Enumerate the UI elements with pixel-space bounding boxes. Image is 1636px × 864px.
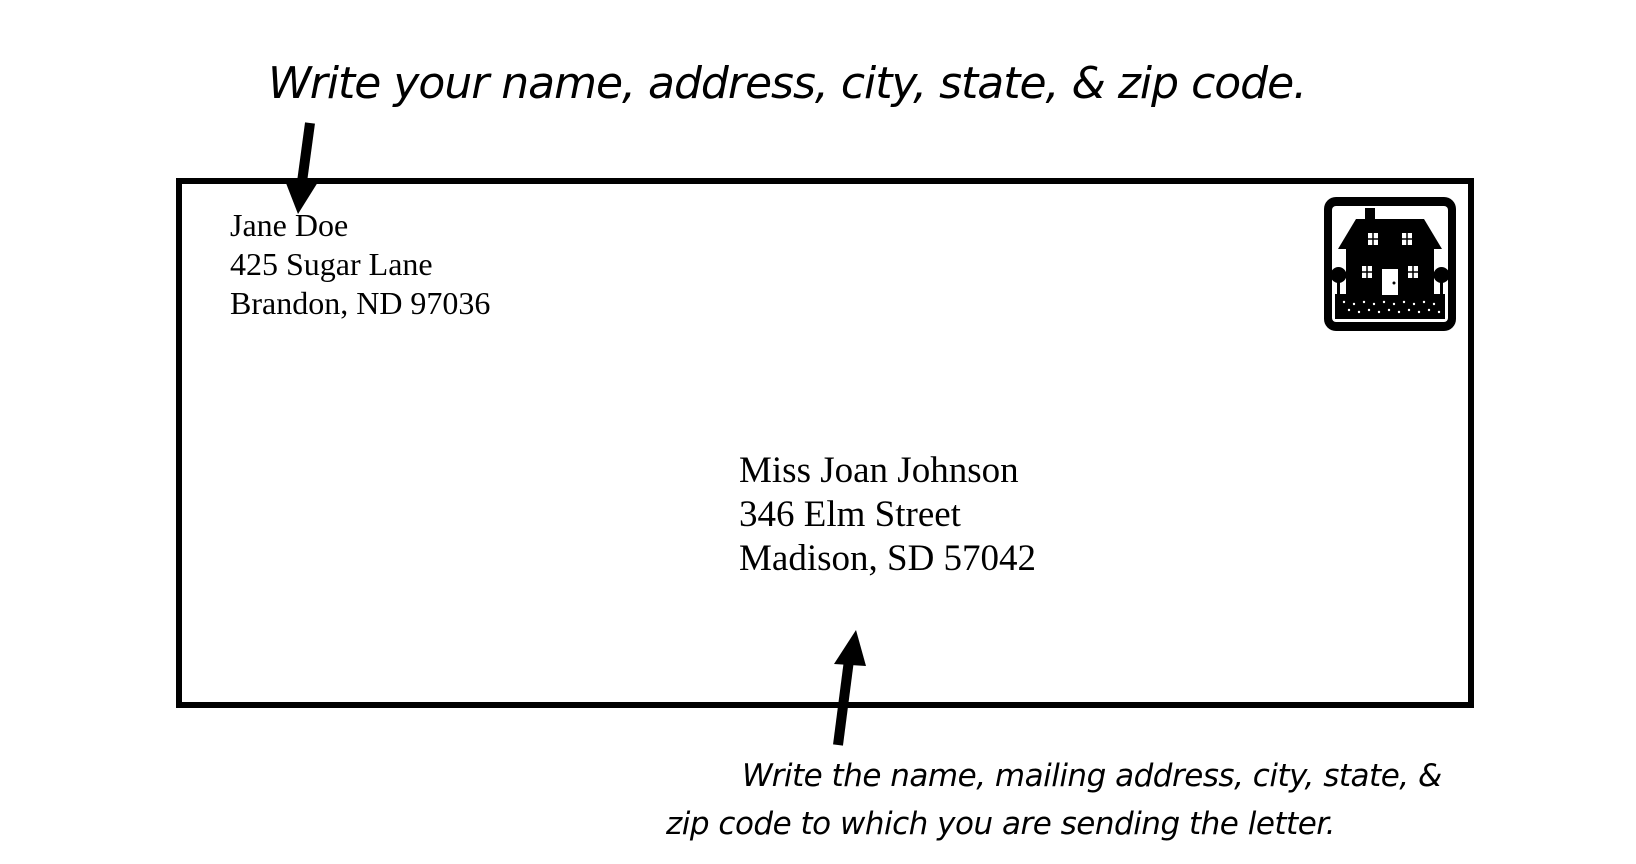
- recipient-name: Miss Joan Johnson: [739, 450, 1019, 491]
- recipient-city-state-zip: Madison, SD 57042: [739, 538, 1037, 579]
- down-arrow-icon: [284, 122, 318, 214]
- recipient-address: Miss Joan Johnson 346 Elm Street Madison…: [739, 449, 1036, 581]
- recipient-instruction-line2: zip code to which you are sending the le…: [666, 806, 1336, 842]
- sender-street: 425 Sugar Lane: [230, 246, 433, 282]
- house-icon: [1324, 197, 1456, 331]
- return-address: Jane Doe 425 Sugar Lane Brandon, ND 9703…: [230, 206, 490, 323]
- return-address-instruction: Write your name, address, city, state, &…: [268, 58, 1307, 109]
- sender-name: Jane Doe: [230, 207, 349, 243]
- recipient-street: 346 Elm Street: [739, 494, 961, 535]
- sender-city-state-zip: Brandon, ND 97036: [230, 285, 491, 321]
- envelope: [176, 178, 1474, 708]
- recipient-instruction-line1: Write the name, mailing address, city, s…: [742, 758, 1442, 794]
